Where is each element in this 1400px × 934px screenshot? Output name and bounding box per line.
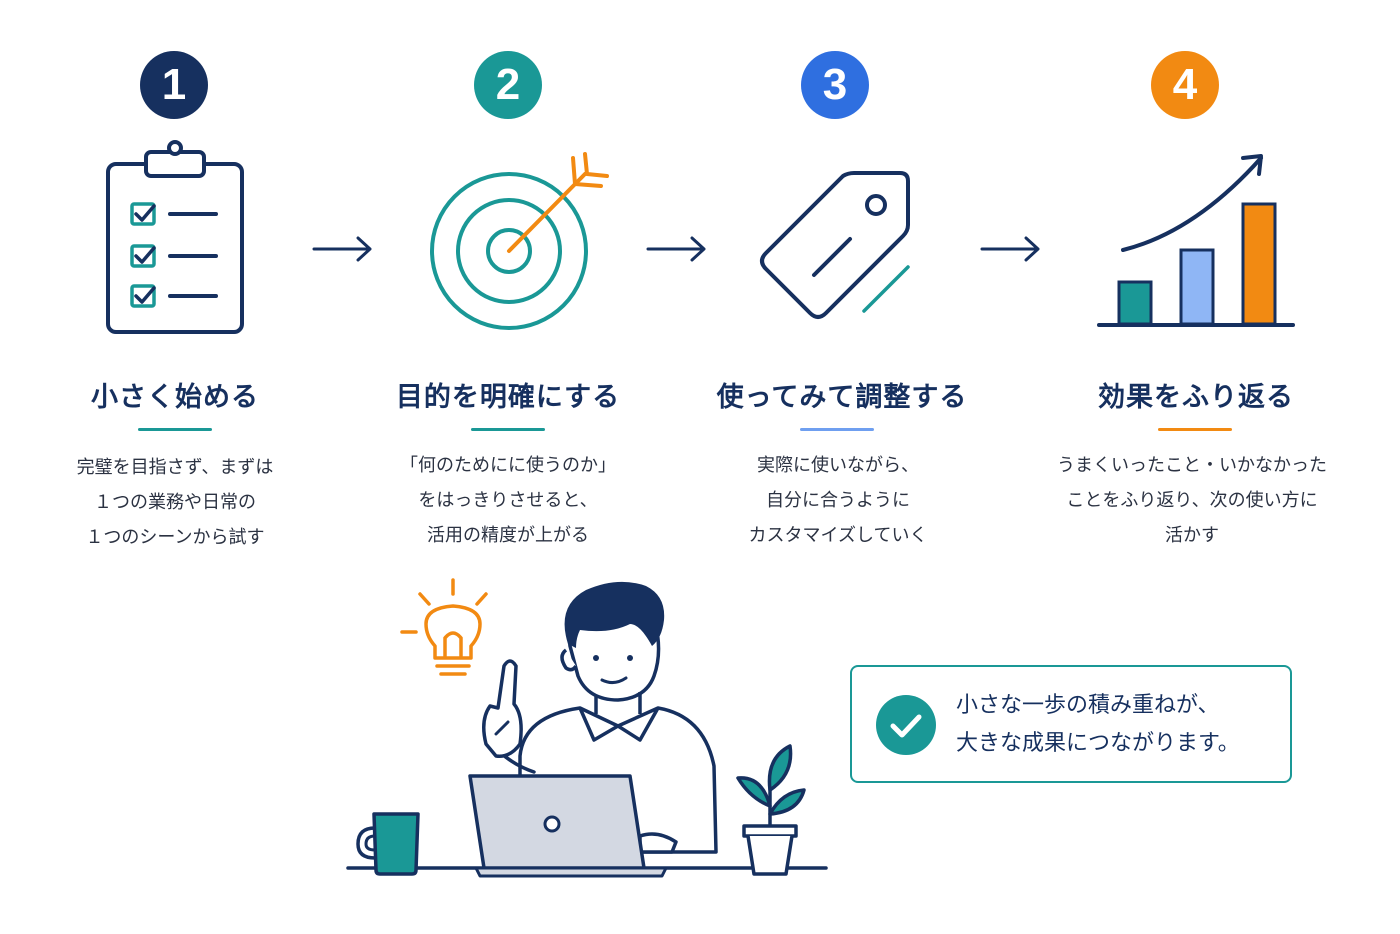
step-4-title: 効果をふり返る [1098, 382, 1294, 413]
mug-icon [356, 812, 420, 876]
step-2-description: 「何のためにに使うのか」 をはっきりさせると、 活用の精度が上がる [338, 448, 678, 553]
step-4-underline [1158, 428, 1232, 431]
description-line: 完璧を目指さず、まずは [76, 457, 274, 478]
arrow-right-icon [980, 236, 1040, 262]
step-3-title: 使ってみて調整する [716, 382, 968, 413]
callout-line: 小さな一歩の積み重ねが、 [956, 693, 1220, 718]
description-line: 活かす [1165, 525, 1219, 546]
description-line: カスタマイズしていく [748, 525, 928, 546]
description-line: をはっきりさせると、 [418, 490, 598, 511]
description-line: うまくいったこと・いかなかった [1057, 455, 1327, 476]
step-3-description: 実際に使いながら、 自分に合うように カスタマイズしていく [668, 448, 1008, 553]
callout-line: 大きな成果につながります。 [956, 731, 1240, 756]
lightbulb-icon [400, 578, 488, 676]
step-2-title: 目的を明確にする [395, 382, 621, 413]
step-4-description: うまくいったこと・いかなかった ことをふり返り、次の使い方に 活かす [1022, 448, 1362, 553]
step-1-title: 小さく始める [91, 382, 259, 413]
clipboard-checklist-icon [106, 140, 244, 334]
person-hair [564, 581, 665, 648]
step-2-badge: 2 [474, 51, 542, 119]
description-line: １つのシーンから試す [85, 527, 265, 548]
step-1-description: 完璧を目指さず、まずは １つの業務や日常の １つのシーンから試す [5, 450, 345, 555]
arrow-right-icon [312, 236, 372, 262]
step-1-underline [138, 428, 212, 431]
description-line: 自分に合うように [766, 490, 910, 511]
callout-message: 小さな一歩の積み重ねが、 大きな成果につながります。 [956, 687, 1240, 763]
step-1-badge: 1 [140, 51, 208, 119]
laptop-icon [468, 774, 668, 878]
step-2-underline [471, 428, 545, 431]
description-line: 活用の精度が上がる [427, 525, 589, 546]
description-line: ことをふり返り、次の使い方に [1066, 490, 1318, 511]
summary-callout: 小さな一歩の積み重ねが、 大きな成果につながります。 [850, 665, 1292, 783]
tag-icon [760, 171, 910, 319]
plant-icon [736, 744, 806, 876]
check-circle-icon [876, 695, 936, 755]
description-line: １つの業務や日常の [94, 492, 256, 513]
description-line: 実際に使いながら、 [757, 455, 919, 476]
growth-chart-icon [1097, 154, 1295, 327]
step-4-badge: 4 [1151, 51, 1219, 119]
step-3-underline [800, 428, 874, 431]
arrow-right-icon [646, 236, 706, 262]
step-3-badge: 3 [801, 51, 869, 119]
description-line: 「何のためにに使うのか」 [400, 455, 616, 476]
target-arrow-icon [430, 152, 609, 330]
